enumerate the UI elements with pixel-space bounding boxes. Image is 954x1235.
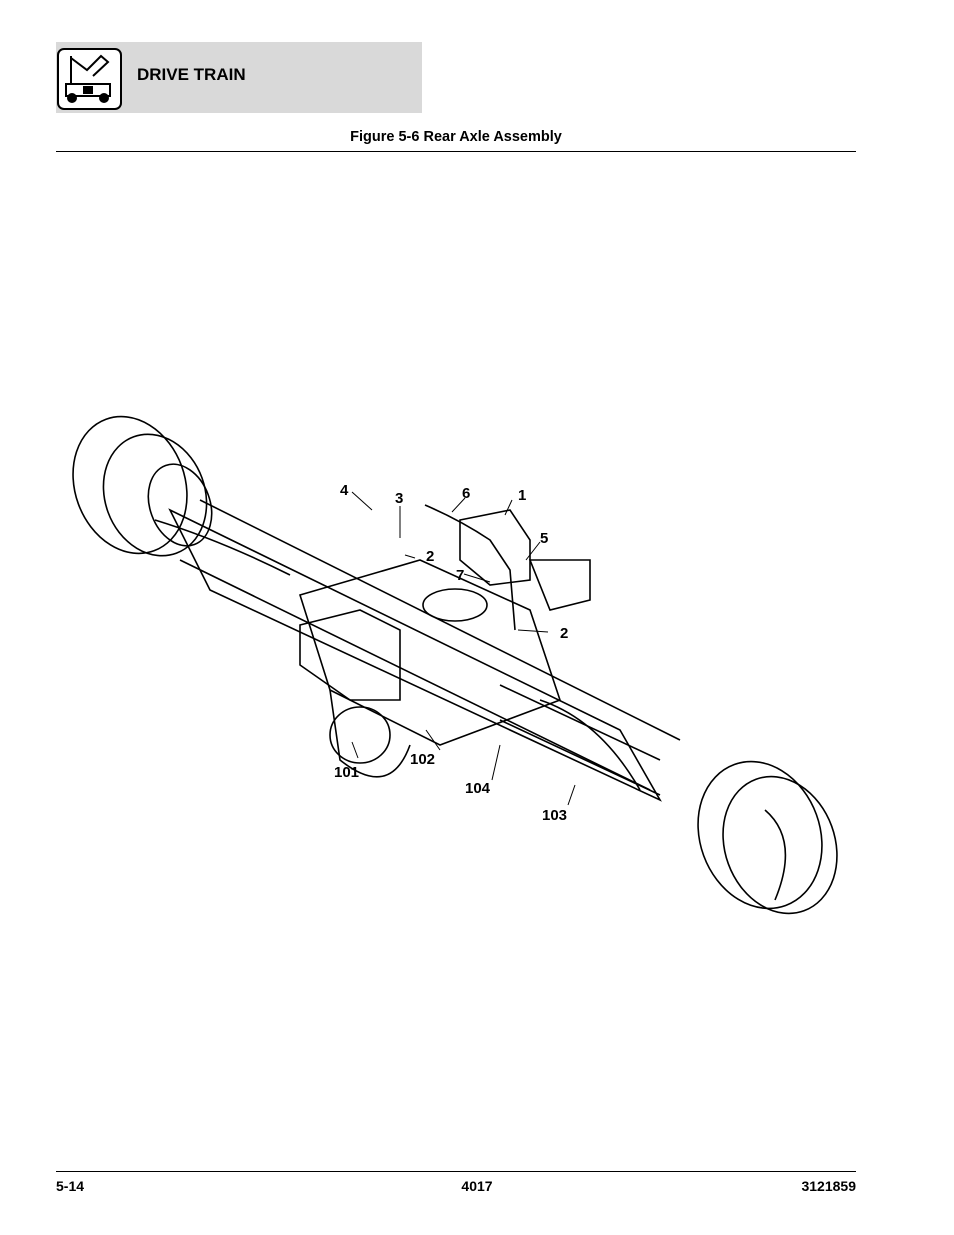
callout-5: 5 xyxy=(540,530,548,547)
section-title: DRIVE TRAIN xyxy=(137,65,246,84)
page-number: 5-14 xyxy=(56,1178,85,1194)
callout-102: 102 xyxy=(410,751,435,768)
callout-101: 101 xyxy=(334,764,359,781)
header-rule xyxy=(56,151,856,152)
drive-train-icon xyxy=(57,48,122,110)
callout-2-lower: 2 xyxy=(560,625,568,642)
rear-axle-assembly-drawing: 4 3 6 1 5 2 7 2 101 102 104 103 xyxy=(72,415,838,915)
callout-3: 3 xyxy=(395,490,403,507)
document-number: 3121859 xyxy=(801,1178,856,1194)
part-callouts: 4 3 6 1 5 2 7 2 101 102 104 103 xyxy=(334,482,568,824)
callout-6: 6 xyxy=(462,485,470,502)
model-number: 4017 xyxy=(461,1178,493,1194)
callout-7: 7 xyxy=(456,567,464,584)
footer-rule xyxy=(56,1171,856,1172)
callout-4: 4 xyxy=(340,482,349,499)
callout-103: 103 xyxy=(542,807,567,824)
callout-2-upper: 2 xyxy=(426,548,434,565)
figure-title: Figure 5-6 Rear Axle Assembly xyxy=(350,129,562,145)
callout-1: 1 xyxy=(518,487,526,504)
callout-104: 104 xyxy=(465,780,491,797)
